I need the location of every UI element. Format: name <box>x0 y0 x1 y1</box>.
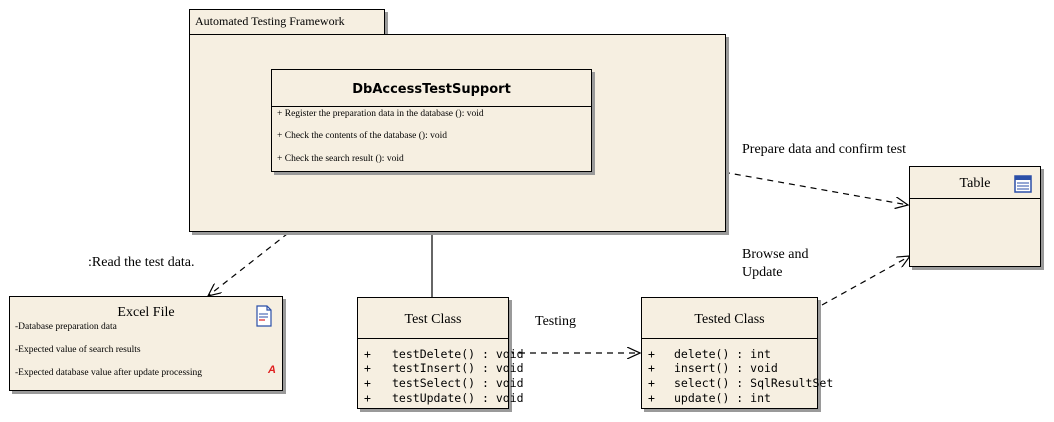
operation-item: + Check the contents of the database ():… <box>277 131 447 141</box>
db-access-test-support-class[interactable]: DbAccessTestSupport + Register the prepa… <box>271 69 592 172</box>
class-name: Excel File <box>117 305 175 320</box>
browse-label-line2: Update <box>742 265 783 280</box>
operation-item: update() : int <box>674 391 771 405</box>
operation-item: testSelect() : void <box>392 376 524 390</box>
operation-visibility: + <box>648 376 655 390</box>
excel-file-class[interactable]: Excel File -Database preparation data -E… <box>9 296 283 391</box>
operation-item: testInsert() : void <box>392 361 524 375</box>
operation-visibility: + <box>648 347 655 361</box>
operation-visibility: + <box>364 361 371 375</box>
operation-item: testUpdate() : void <box>392 391 524 405</box>
testing-label: Testing <box>535 314 577 329</box>
operation-item: select() : SqlResultSet <box>674 376 834 390</box>
operation-item: + Check the search result (): void <box>277 154 404 164</box>
class-header: Tested Class <box>642 298 817 339</box>
note-item: -Database preparation data <box>15 322 117 332</box>
prepare-label: Prepare data and confirm test <box>742 142 907 157</box>
dependency-browse-arrow <box>821 256 910 306</box>
operation-item: + Register the preparation data in the d… <box>277 109 484 119</box>
class-header: DbAccessTestSupport <box>272 70 591 107</box>
operation-item: testDelete() : void <box>392 347 524 361</box>
operation-visibility: + <box>364 391 371 405</box>
note-item: -Expected database value after update pr… <box>15 368 203 378</box>
class-header: Table <box>910 167 1040 199</box>
operation-item: delete() : int <box>674 347 771 361</box>
package-title: Automated Testing Framework <box>195 14 345 28</box>
class-name: Tested Class <box>694 312 765 327</box>
class-name: Test Class <box>404 312 462 327</box>
test-class[interactable]: Test Class + testDelete() : void + testI… <box>357 297 524 409</box>
table-class[interactable]: Table <box>909 166 1041 267</box>
dependency-prepare-arrow <box>593 148 908 205</box>
operation-item: insert() : void <box>674 361 778 375</box>
class-header: Test Class <box>358 298 508 339</box>
note-marker: A <box>268 364 276 376</box>
note-item: -Expected value of search results <box>15 345 141 355</box>
operation-visibility: + <box>648 361 655 375</box>
table-icon <box>1014 175 1032 193</box>
operation-visibility: + <box>364 376 371 390</box>
class-name: Table <box>959 176 991 191</box>
browse-label-line1: Browse and <box>742 247 809 262</box>
operation-visibility: + <box>364 347 371 361</box>
read-label: :Read the test data. <box>88 255 195 270</box>
operation-visibility: + <box>648 391 655 405</box>
class-name: DbAccessTestSupport <box>352 82 511 97</box>
tested-class[interactable]: Tested Class + delete() : int + insert()… <box>641 297 833 409</box>
document-icon <box>256 305 272 327</box>
